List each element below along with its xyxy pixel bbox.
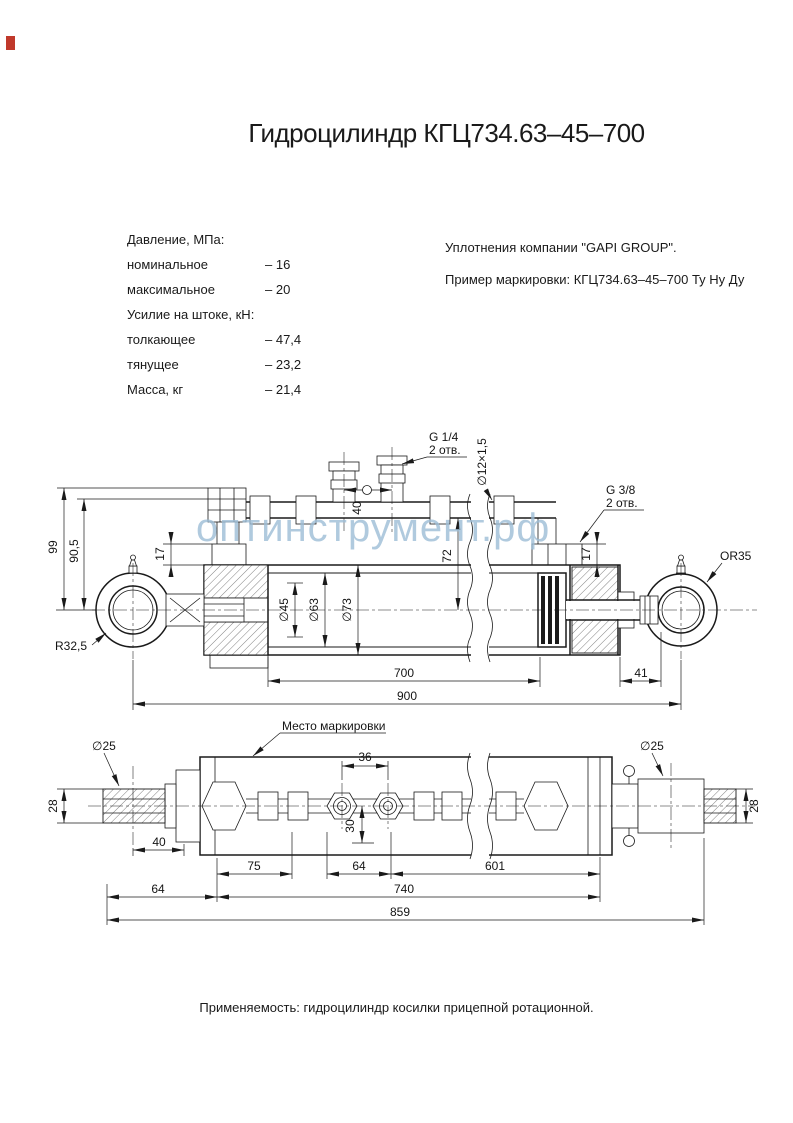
dim-64-left: 64 (151, 882, 165, 896)
spec-row: толкающее – 47,4 (127, 327, 301, 352)
spec-row: Усилие на штоке, кН: (127, 302, 301, 327)
dim-30: 30 (343, 819, 357, 833)
spec-value: – 21,4 (265, 382, 302, 397)
eye-radius-right-label: OR35 (720, 549, 752, 563)
dim-dia63: ∅63 (307, 598, 321, 622)
note-marking-example: Пример маркировки: КГЦ734.63–45–700 Ту Н… (445, 272, 745, 287)
spec-label: Масса, кг (127, 382, 184, 397)
spec-label: Давление, МПа: (127, 232, 225, 247)
spec-label: номинальное (127, 257, 209, 272)
dim-36: 36 (358, 750, 372, 764)
spec-label: максимальное (127, 282, 215, 297)
spec-value: – 16 (265, 257, 291, 272)
spec-row: номинальное – 16 (127, 252, 301, 277)
dim-601: 601 (485, 859, 505, 873)
port-top-label: G 1/4 (429, 430, 459, 444)
dim-41: 41 (634, 666, 648, 680)
dim-64-mid: 64 (352, 859, 366, 873)
dim-72: 72 (440, 549, 454, 563)
notes: Уплотнения компании "GAPI GROUP". Пример… (445, 240, 744, 304)
dia25-right-label: ∅25 (640, 739, 664, 753)
dim-40: 40 (350, 501, 364, 515)
page-title: Гидроцилиндр КГЦ734.63–45–700 (248, 118, 645, 148)
port-top-qty-label: 2 отв. (429, 443, 461, 457)
tube-label: ∅12×1,5 (475, 438, 489, 486)
spec-value: – 47,4 (265, 332, 302, 347)
dim-dia45: ∅45 (277, 598, 291, 622)
marking-place-label: Место маркировки (282, 719, 385, 733)
note-seals: Уплотнения компании "GAPI GROUP". (445, 240, 677, 255)
spec-label: Усилие на штоке, кН: (127, 307, 255, 322)
spec-row: тянущее – 23,2 (127, 352, 301, 377)
corner-mark (6, 36, 15, 50)
dim-700: 700 (394, 666, 414, 680)
side-view (92, 447, 757, 669)
dim-99: 99 (46, 540, 60, 554)
dim-859: 859 (390, 905, 410, 919)
dim-740: 740 (394, 882, 414, 896)
dim-28-right: 28 (747, 799, 761, 813)
eye-radius-left-label: R32,5 (55, 639, 87, 653)
spec-label: тянущее (127, 357, 179, 372)
side-view-labels: G 1/4 2 отв. ∅12×1,5 G 3/8 2 отв. R32,5 … (55, 430, 752, 653)
spec-label: толкающее (127, 332, 196, 347)
port-side-qty-label: 2 отв. (606, 496, 638, 510)
application-note: Применяемость: гидроцилиндр косилки приц… (199, 1000, 594, 1015)
dim-17-right: 17 (579, 547, 593, 561)
spec-value: – 20 (265, 282, 291, 297)
spec-table: Давление, МПа: номинальное – 16 максималь… (127, 227, 301, 402)
dim-90-5: 90,5 (67, 539, 81, 563)
dia25-left-label: ∅25 (92, 739, 116, 753)
dim-40-bottom: 40 (152, 835, 166, 849)
bottom-view-dimensions: Место маркировки ∅25 28 ∅25 28 36 30 (46, 719, 761, 925)
side-view-dimensions: 99 90,5 17 17 40 72 ∅45 ∅63 (46, 485, 682, 710)
dim-dia73: ∅73 (340, 598, 354, 622)
port-side-label: G 3/8 (606, 483, 636, 497)
spec-row: Масса, кг – 21,4 (127, 377, 301, 402)
spec-row: максимальное – 20 (127, 277, 301, 302)
dim-17-left: 17 (153, 547, 167, 561)
spec-value: – 23,2 (265, 357, 302, 372)
dim-28-left: 28 (46, 799, 60, 813)
dim-75: 75 (247, 859, 261, 873)
bottom-view (88, 752, 755, 860)
dim-900: 900 (397, 689, 417, 703)
spec-row: Давление, МПа: (127, 227, 301, 252)
